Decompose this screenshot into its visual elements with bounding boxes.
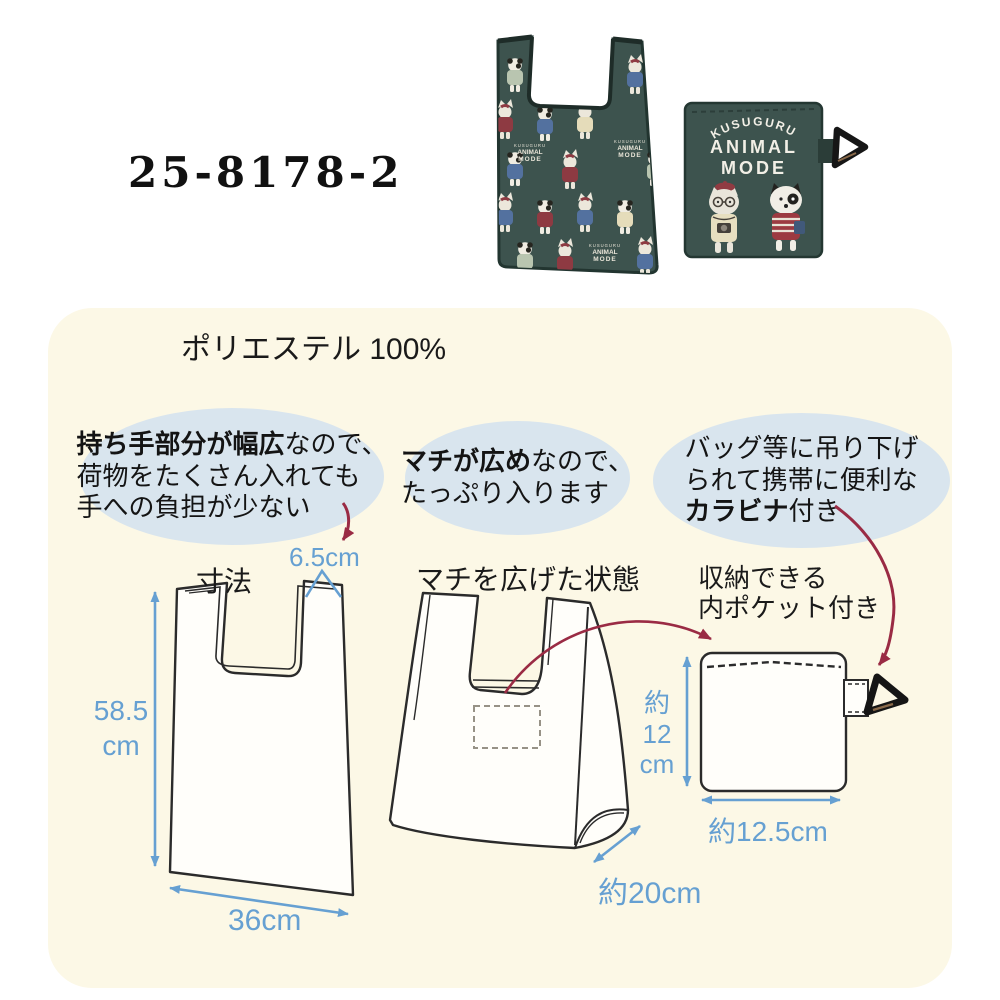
pouch-note-line1: 収納できる [698,563,828,593]
bag-handle-trim [526,36,615,111]
svg-text:MODE: MODE [618,152,642,159]
depth-dimension-arrow [593,824,641,864]
svg-text:ANIMAL: ANIMAL [517,149,542,156]
bag-product-photo: KUSUGURU ANIMAL MODE KUSUGURU ANIMAL MOD… [496,34,659,275]
pouch-width-label: 約12.5cm [708,816,828,847]
spec-panel: ポリエステル 100% 持ち手部分が幅広なので、 荷物をたくさん入れても 手への… [48,308,952,988]
bag-animal-pattern: KUSUGURU ANIMAL MODE KUSUGURU ANIMAL MOD… [498,52,658,273]
callout-handle-bold: 持ち手部分が幅広 [76,428,285,459]
handle-width-label: 6.5cm [289,542,360,572]
svg-text:KUSUGURU: KUSUGURU [614,139,646,144]
open-bag-drawing [388,591,630,850]
cat-character [709,181,739,253]
product-code: 25-8178-2 [128,148,404,197]
stitch-line [706,660,842,669]
callout-carabiner-bold: カラビナ [684,496,789,527]
handle-width-caret [304,568,343,598]
bag-pattern-logo: KUSUGURU ANIMAL MODE [614,139,646,159]
pouch-note-line2: 内ポケット付き [698,593,881,623]
flat-bag-drawing [168,579,355,897]
bag-width-label: 36cm [228,904,302,937]
inner-pocket-outline [473,705,541,749]
pouch-product-photo: KUSUGURU ANIMAL MODE [683,101,869,259]
pouch-logo-mode: MODE [721,158,787,178]
callout-carabiner-bubble: バッグ等に吊り下げ られて携帯に便利な カラビナ付き [653,413,950,548]
svg-text:MODE: MODE [518,156,542,163]
callout-gusset-bold: マチが広め [401,446,532,477]
svg-text:KUSUGURU: KUSUGURU [589,243,621,248]
bag-height-label: 58.5 cm [93,695,149,761]
diagram-overlay [150,502,909,918]
dog-character [770,183,805,251]
carabiner-tab [843,679,869,717]
carabiner-icon [863,673,909,716]
pocket-callout-arrow [503,620,712,694]
material-label: ポリエステル 100% [181,333,447,366]
svg-text:KUSUGURU: KUSUGURU [514,143,546,148]
callout-handle-bubble: 持ち手部分が幅広なので、 荷物をたくさん入れても 手への負担が少ない [76,408,388,545]
svg-text:ANIMAL: ANIMAL [592,249,617,256]
svg-text:MODE: MODE [593,256,617,263]
flat-bag-label: 寸法 [196,566,253,597]
bag-pattern-logo: KUSUGURU ANIMAL MODE [514,143,546,163]
pouch-strap [818,139,834,163]
svg-text:ANIMAL: ANIMAL [617,145,642,152]
bag-pattern-logo: KUSUGURU ANIMAL MODE [589,243,621,263]
open-bag-label: マチを広げた状態 [416,564,641,595]
callout-gusset-bubble: マチが広めなので、 たっぷり入ります [401,421,634,535]
pouch-drawing [699,651,909,793]
pouch-height-label: 約 12 cm [639,688,675,780]
bag-depth-label: 約20cm [598,877,702,910]
pouch-logo-animal: ANIMAL [710,137,798,157]
